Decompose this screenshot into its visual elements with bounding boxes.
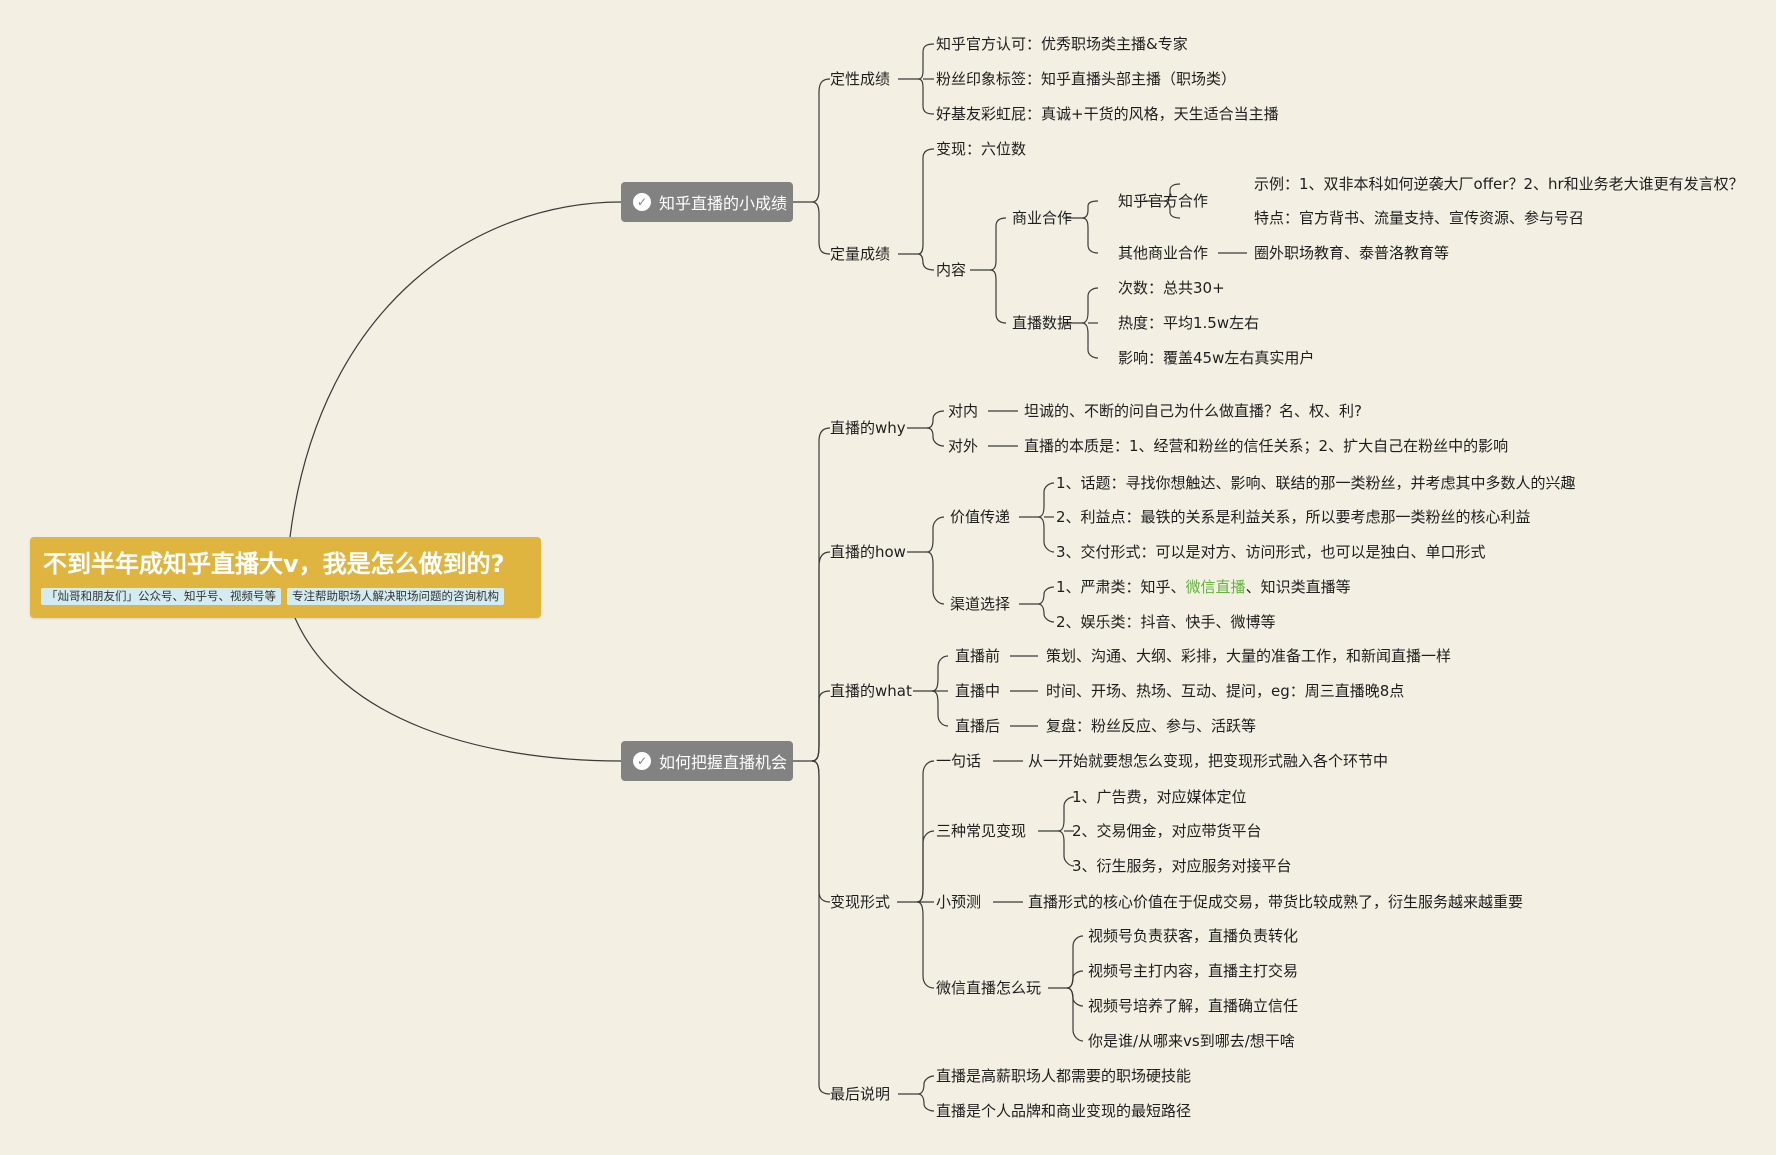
topic-after[interactable]: 直播后 [955,717,1001,735]
topic-item[interactable]: 知乎官方认可：优秀职场类主播&专家 [936,35,1188,53]
topic-item[interactable]: 直播形式的核心价值在于促成交易，带货比较成熟了，衍生服务越来越重要 [1028,893,1524,911]
topic-item[interactable]: 直播是个人品牌和商业变现的最短路径 [936,1102,1192,1120]
root-title: 不到半年成知乎直播大v，我是怎么做到的? [43,550,505,578]
branch-seize-opportunity[interactable]: ✓ 如何把握直播机会 [621,741,793,781]
topic-before[interactable]: 直播前 [955,647,1001,665]
topic-item[interactable]: 2、利益点：最铁的关系是利益关系，所以要考虑那一类粉丝的核心利益 [1056,508,1531,526]
topic-item[interactable]: 策划、沟通、大纲、彩排，大量的准备工作，和新闻直播一样 [1046,647,1452,665]
topic-item[interactable]: 3、交付形式：可以是对方、访问形式，也可以是独白、单口形式 [1056,543,1486,561]
topic-item[interactable]: 次数：总共30+ [1118,279,1225,297]
topic-item[interactable]: 2、交易佣金，对应带货平台 [1072,822,1262,840]
topic-zhihu-coop[interactable]: 知乎官方合作 [1118,192,1209,210]
topic-what[interactable]: 直播的what [830,682,912,700]
topic-item[interactable]: 粉丝印象标签：知乎直播头部主播（职场类） [936,70,1237,88]
topic-channel[interactable]: 渠道选择 [950,595,1011,613]
topic-during[interactable]: 直播中 [955,682,1001,700]
topic-wechat-live[interactable]: 微信直播怎么玩 [936,979,1042,997]
branch-zhihu-achievements[interactable]: ✓ 知乎直播的小成绩 [621,182,793,222]
topic-outer[interactable]: 对外 [948,437,979,455]
branch-title: 知乎直播的小成绩 [659,194,788,213]
topic-three-ways[interactable]: 三种常见变现 [936,822,1027,840]
topic-inner[interactable]: 对内 [948,402,979,420]
topic-other-coop[interactable]: 其他商业合作 [1118,244,1209,262]
topic-item[interactable]: 3、衍生服务，对应服务对接平台 [1072,857,1292,875]
highlight-wechat-live: 微信直播 [1185,578,1246,596]
topic-one-sentence[interactable]: 一句话 [936,752,982,770]
topic-monetization[interactable]: 变现形式 [830,893,891,911]
topic-content[interactable]: 内容 [936,261,967,279]
topic-item[interactable]: 1、严肃类：知乎、微信直播、知识类直播等 [1056,578,1351,596]
topic-item[interactable]: 直播的本质是：1、经营和粉丝的信任关系；2、扩大自己在粉丝中的影响 [1024,437,1509,455]
branch-title: 如何把握直播机会 [659,753,788,772]
topic-item[interactable]: 视频号主打内容，直播主打交易 [1088,962,1299,980]
topic-item[interactable]: 视频号负责获客，直播负责转化 [1088,927,1299,945]
connector-root-b1 [289,201,622,538]
topic-item[interactable]: 好基友彩虹屁：真诚+干货的风格，天生适合当主播 [936,105,1279,123]
topic-business-coop[interactable]: 商业合作 [1012,209,1073,227]
root-topic[interactable]: 不到半年成知乎直播大v，我是怎么做到的? 「灿哥和朋友们」公众号、知乎号、视频号… [30,537,541,618]
connector-root-b2 [294,617,622,762]
check-circle-icon: ✓ [633,752,651,770]
topic-qualitative[interactable]: 定性成绩 [830,70,891,88]
topic-item[interactable]: 1、广告费，对应媒体定位 [1072,788,1247,806]
topic-item[interactable]: 从一开始就要想怎么变现，把变现形式融入各个环节中 [1028,752,1389,770]
topic-final-notes[interactable]: 最后说明 [830,1085,891,1103]
topic-item[interactable]: 直播是高薪职场人都需要的职场硬技能 [936,1067,1192,1085]
topic-item[interactable]: 变现：六位数 [936,140,1027,158]
topic-item[interactable]: 热度：平均1.5w左右 [1118,314,1260,332]
topic-item[interactable]: 特点：官方背书、流量支持、宣传资源、参与号召 [1254,209,1585,227]
topic-item[interactable]: 2、娱乐类：抖音、快手、微博等 [1056,613,1276,631]
topic-item[interactable]: 你是谁/从哪来vs到哪去/想干啥 [1088,1032,1295,1050]
root-tags: 「灿哥和朋友们」公众号、知乎号、视频号等 专注帮助职场人解决职场问题的咨询机构 [41,588,504,605]
topic-item[interactable]: 时间、开场、热场、互动、提问，eg：周三直播晚8点 [1046,682,1405,700]
topic-why[interactable]: 直播的why [830,419,906,437]
topic-item[interactable]: 视频号培养了解，直播确立信任 [1088,997,1299,1015]
topic-item[interactable]: 复盘：粉丝反应、参与、活跃等 [1046,717,1257,735]
root-tag-2: 专注帮助职场人解决职场问题的咨询机构 [287,588,504,605]
topic-item[interactable]: 示例：1、双非本科如何逆袭大厂offer？2、hr和业务老大谁更有发言权？ [1254,175,1744,193]
topic-how[interactable]: 直播的how [830,543,906,561]
topic-item[interactable]: 影响：覆盖45w左右真实用户 [1118,349,1315,367]
topic-quantitative[interactable]: 定量成绩 [830,245,891,263]
topic-item[interactable]: 1、话题：寻找你想触达、影响、联结的那一类粉丝，并考虑其中多数人的兴趣 [1056,474,1576,492]
topic-value[interactable]: 价值传递 [950,508,1011,526]
topic-item[interactable]: 坦诚的、不断的问自己为什么做直播？名、权、利? [1024,402,1362,420]
check-circle-icon: ✓ [633,193,651,211]
root-tag-1: 「灿哥和朋友们」公众号、知乎号、视频号等 [41,588,281,605]
topic-prediction[interactable]: 小预测 [936,893,982,911]
topic-item[interactable]: 圈外职场教育、泰普洛教育等 [1254,244,1450,262]
topic-live-data[interactable]: 直播数据 [1012,314,1073,332]
